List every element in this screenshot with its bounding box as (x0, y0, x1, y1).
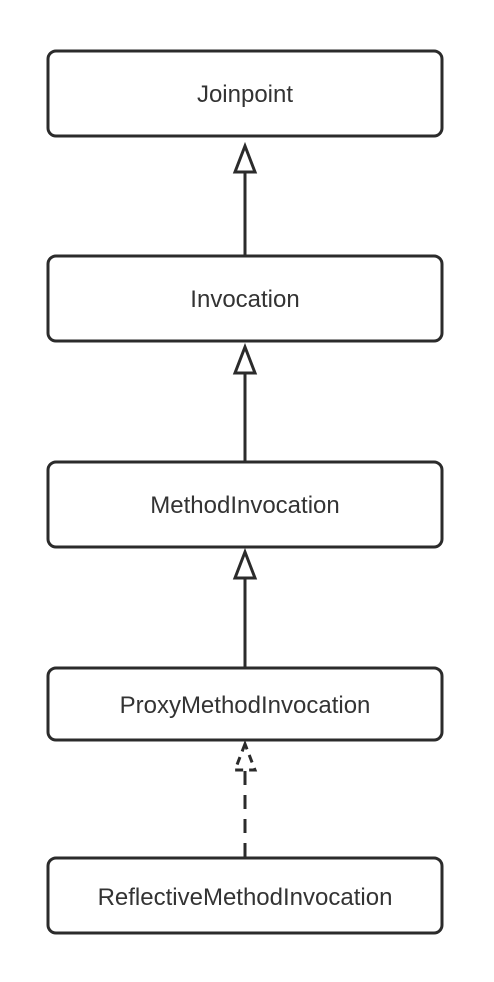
node-box (46, 460, 444, 549)
node-box (46, 666, 444, 742)
hollow-arrow-head (232, 141, 258, 174)
node-label: ReflectiveMethodInvocation (98, 884, 393, 911)
node-box (46, 254, 444, 343)
edge-invocation-to-joinpoint (232, 141, 258, 255)
node-proxy-method-invocation[interactable]: ProxyMethodInvocation (46, 666, 444, 742)
node-box (46, 856, 444, 935)
node-method-invocation[interactable]: MethodInvocation (46, 460, 444, 549)
hollow-arrow-head (232, 342, 258, 375)
node-box (46, 49, 444, 138)
node-joinpoint[interactable]: Joinpoint (46, 49, 444, 138)
edge-proxymethodinvocation-to-methodinvocation (232, 547, 258, 667)
node-label: Invocation (190, 286, 299, 313)
edge-methodinvocation-to-invocation (232, 342, 258, 461)
dashed-hollow-arrow-head (232, 739, 258, 772)
node-label: ProxyMethodInvocation (120, 692, 371, 719)
node-reflective-method-invocation[interactable]: ReflectiveMethodInvocation (46, 856, 444, 935)
hollow-arrow-head (232, 547, 258, 580)
node-invocation[interactable]: Invocation (46, 254, 444, 343)
node-label: MethodInvocation (150, 492, 339, 519)
edge-reflectivemethodinvocation-to-proxymethodinvocation (232, 739, 258, 857)
node-label: Joinpoint (197, 81, 293, 108)
